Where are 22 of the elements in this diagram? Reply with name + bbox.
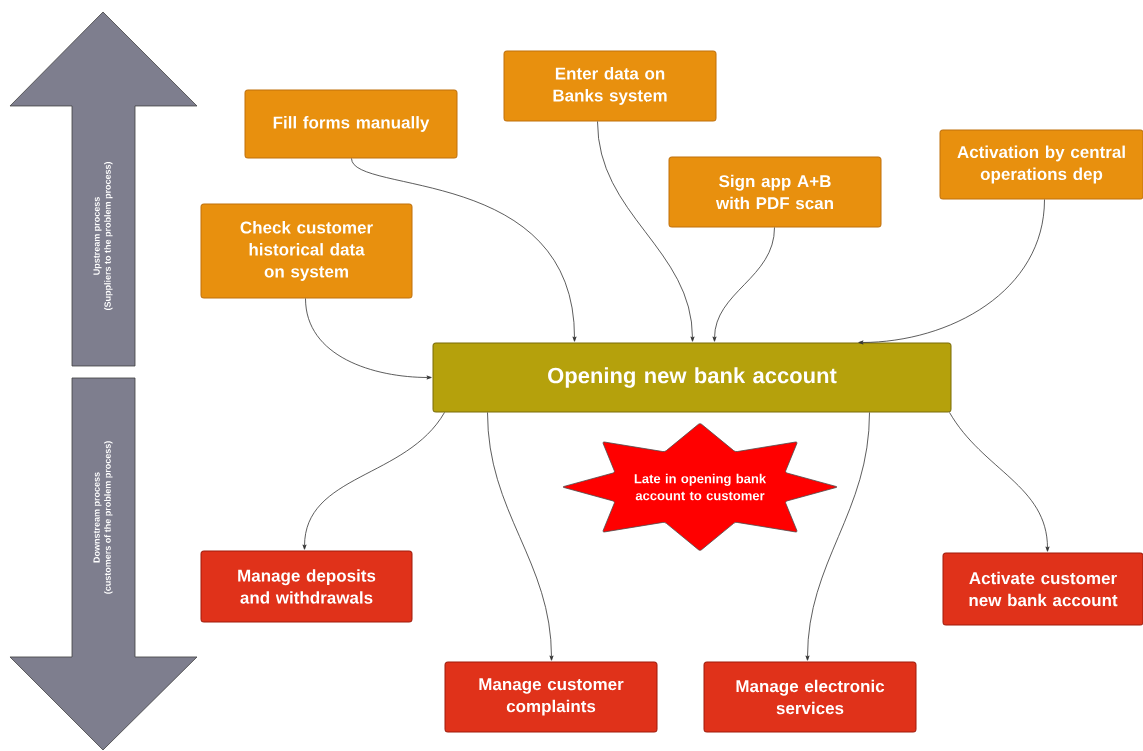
focus-process-box: Opening new bank account [432, 342, 952, 413]
process-box: Check customer historical data on system [200, 203, 413, 299]
arrow [351, 158, 577, 342]
arrow [805, 412, 870, 661]
outcome-box: Manage customer complaints [444, 661, 658, 733]
arrow [487, 412, 554, 661]
arrow [305, 298, 432, 380]
process-box: Enter data on Banks system [503, 50, 717, 122]
process-band: Downstream process (customers of the problem process) [9, 377, 198, 751]
outcome-box: Activate customer new bank account [942, 552, 1143, 626]
arrow [858, 199, 1045, 345]
starburst: Late in opening bank account to customer [562, 423, 838, 551]
arrow [597, 121, 695, 342]
outcome-box: Manage electronic services [703, 661, 917, 733]
arrow [302, 412, 445, 550]
process-box: Sign app A+B with PDF scan [668, 156, 882, 228]
outcome-box: Manage deposits and withdrawals [200, 550, 413, 623]
arrow [712, 227, 775, 342]
process-box: Fill forms manually [244, 89, 458, 159]
process-box: Activation by central operations dep [939, 129, 1143, 200]
arrow [949, 412, 1050, 552]
process-band: Upstream process (Suppliers to the problem process) [9, 11, 198, 367]
